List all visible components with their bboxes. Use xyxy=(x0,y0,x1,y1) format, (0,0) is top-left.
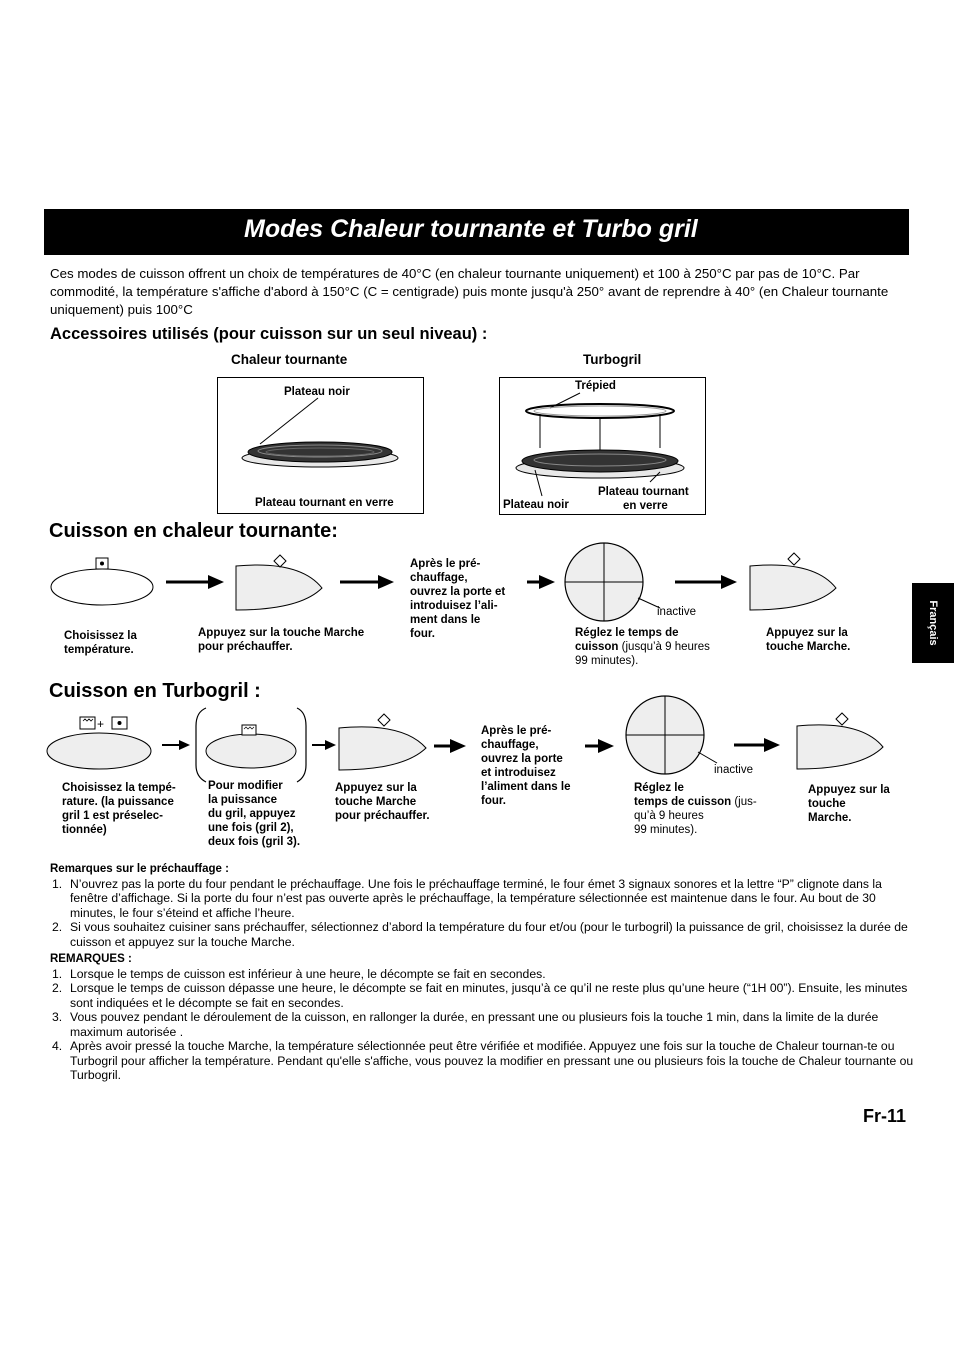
turbogrill-section-heading: Cuisson en Turbogril : xyxy=(49,680,261,702)
s1-step4: Réglez le temps de cuisson (jusqu’à 9 he… xyxy=(575,627,710,667)
glass-turntable-label-2a: Plateau tournant xyxy=(598,486,689,498)
remark-item: 1.Lorsque le temps de cuisson est inféri… xyxy=(52,966,546,981)
black-tray-label-2: Plateau noir xyxy=(503,499,569,511)
glass-turntable-label: Plateau tournant en verre xyxy=(255,497,394,509)
general-remarks-heading: REMARQUES : xyxy=(50,953,132,965)
convection-section-heading: Cuisson en chaleur tournante: xyxy=(49,520,338,542)
s1-step3: Après le pré-chauffage, ouvrez la porte … xyxy=(410,558,506,640)
preheat-remarks: Remarques sur le préchauffage : 1.N’ouvr… xyxy=(50,862,920,949)
page-title: Modes Chaleur tournante et Turbo gril xyxy=(244,215,698,243)
glass-turntable-label-2b: en verre xyxy=(623,500,668,512)
intro-text: Ces modes de cuisson offrent un choix de… xyxy=(50,266,889,317)
title-bar: Modes Chaleur tournante et Turbo gril xyxy=(44,209,909,255)
trivet-illustration xyxy=(515,392,685,497)
turbogrill-label: Turbogril xyxy=(583,352,642,367)
preheat-remarks-heading: Remarques sur le préchauffage : xyxy=(50,863,229,875)
trivet-label: Trépied xyxy=(575,380,616,392)
black-tray-illustration xyxy=(241,397,399,468)
page-number: Fr-11 xyxy=(862,1106,906,1126)
s2-step5: Réglez le temps de cuisson (jus- qu’à 9 … xyxy=(634,782,757,836)
s2-dial-inactive: inactive xyxy=(714,764,753,776)
s2-step1: Choisissez la tempé-rature. (la puissanc… xyxy=(62,782,176,836)
preheat-remark-item: 1.N’ouvrez pas la porte du four pendant … xyxy=(52,876,882,920)
convection-diagram xyxy=(50,542,837,622)
remark-item: 3.Vous pouvez pendant le déroulement de … xyxy=(52,1010,879,1039)
convection-accessory-box: Plateau noir Plateau tournant en verre xyxy=(217,377,424,514)
remark-item: 4.Après avoir pressé la touche Marche, l… xyxy=(52,1039,914,1082)
accessories-heading: Accessoires utilisés (pour cuisson sur u… xyxy=(50,325,488,343)
s1-dial-inactive: inactive xyxy=(657,606,696,618)
preheat-remark-item: 2.Si vous souhaitez cuisiner sans précha… xyxy=(52,920,908,949)
turbogrill-accessory-box: Trépied Plateau noir Plateau tournant en… xyxy=(499,377,706,515)
language-tab: Français xyxy=(912,583,954,663)
remark-item: 2.Lorsque le temps de cuisson dépasse un… xyxy=(52,981,908,1010)
black-tray-label: Plateau noir xyxy=(284,386,350,398)
turbogrill-diagram: + xyxy=(46,695,884,783)
convection-label: Chaleur tournante xyxy=(231,352,348,367)
svg-text:+: + xyxy=(97,717,104,731)
general-remarks: REMARQUES : 1.Lorsque le temps de cuisso… xyxy=(50,952,920,1083)
